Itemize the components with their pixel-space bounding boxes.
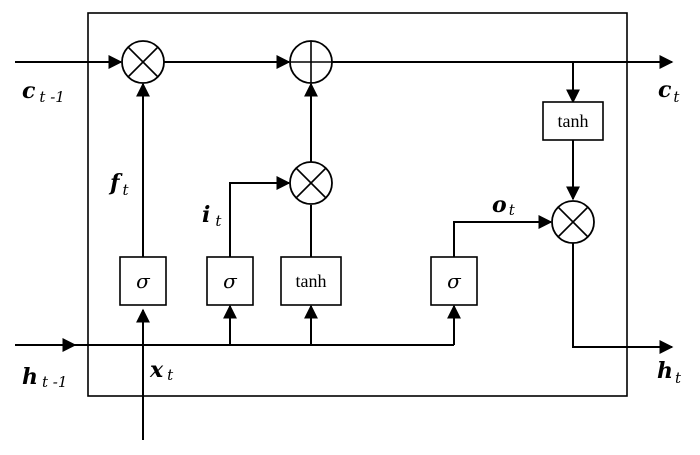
input-sigma-label: σ	[223, 269, 238, 293]
input-multiply-icon	[289, 161, 333, 205]
candidate-tanh-box	[280, 256, 342, 306]
candidate-tanh-label: tanh	[296, 271, 327, 291]
input-sigma-box	[206, 256, 254, 306]
state-tanh-label: tanh	[558, 111, 589, 131]
output-multiply-icon	[551, 200, 595, 244]
state-tanh-box	[542, 101, 604, 141]
input-gate-line	[229, 176, 291, 257]
cell-frame	[87, 12, 628, 397]
add-plus-icon	[289, 40, 333, 84]
hidden-out-line	[572, 243, 674, 354]
forget-multiply-icon	[121, 40, 165, 84]
output-gate-line	[453, 215, 553, 257]
output-sigma-box	[430, 256, 478, 306]
output-sigma-label: σ	[447, 269, 462, 293]
forget-sigma-label: σ	[136, 269, 151, 293]
forget-sigma-box	[119, 256, 167, 306]
